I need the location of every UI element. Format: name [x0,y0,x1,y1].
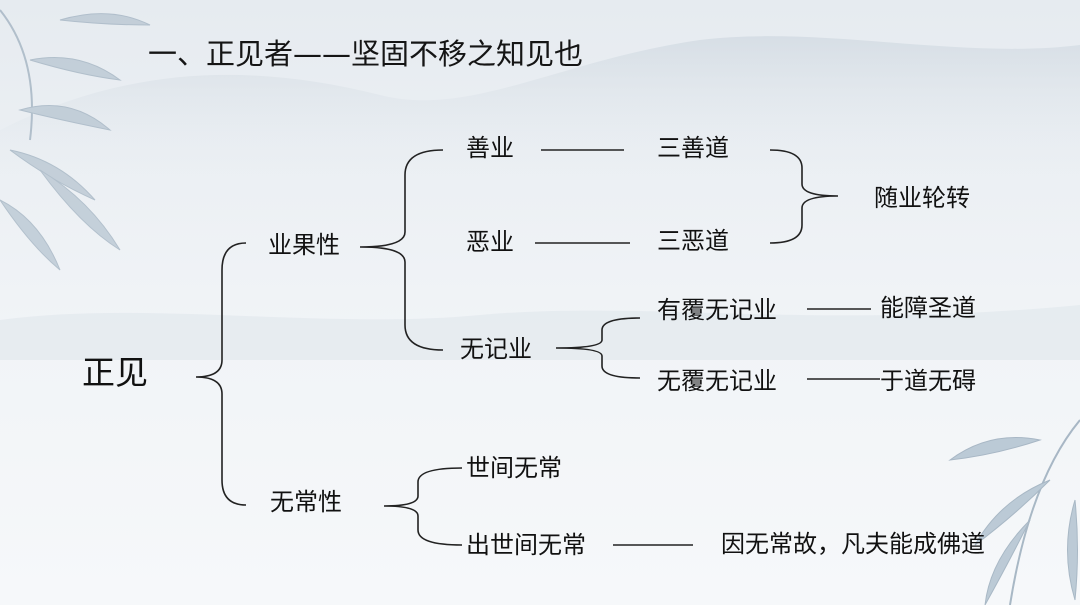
root-bracket [195,242,247,506]
neutral-bracket [555,317,641,379]
merge-bracket [769,149,839,244]
impermanence-bracket [383,467,463,546]
slide-title: 一、正见者——坚固不移之知见也 [148,37,584,71]
node-three-evil-realms: 三恶道 [657,227,729,255]
node-worldly-impermanence: 世间无常 [466,454,562,482]
node-karma-nature: 业果性 [268,231,340,259]
node-covered-neutral: 有覆无记业 [657,296,777,324]
node-impermanence-nature: 无常性 [270,488,342,516]
node-evil-karma: 恶业 [466,228,514,256]
node-obstructs-path: 能障圣道 [880,294,976,322]
node-no-hindrance: 于道无碍 [880,367,976,395]
root-node-zhengjian: 正见 [82,353,148,392]
node-supramundane-impermanence: 出世间无常 [466,531,586,559]
node-good-karma: 善业 [466,134,514,162]
node-three-good-realms: 三善道 [657,134,729,162]
node-neutral-karma: 无记业 [460,335,532,363]
node-follow-karma-cycle: 随业轮转 [874,184,970,212]
karma-bracket [359,149,444,351]
node-uncovered-neutral: 无覆无记业 [657,367,777,395]
node-buddhahood-conclusion: 因无常故，凡夫能成佛道 [721,530,985,558]
